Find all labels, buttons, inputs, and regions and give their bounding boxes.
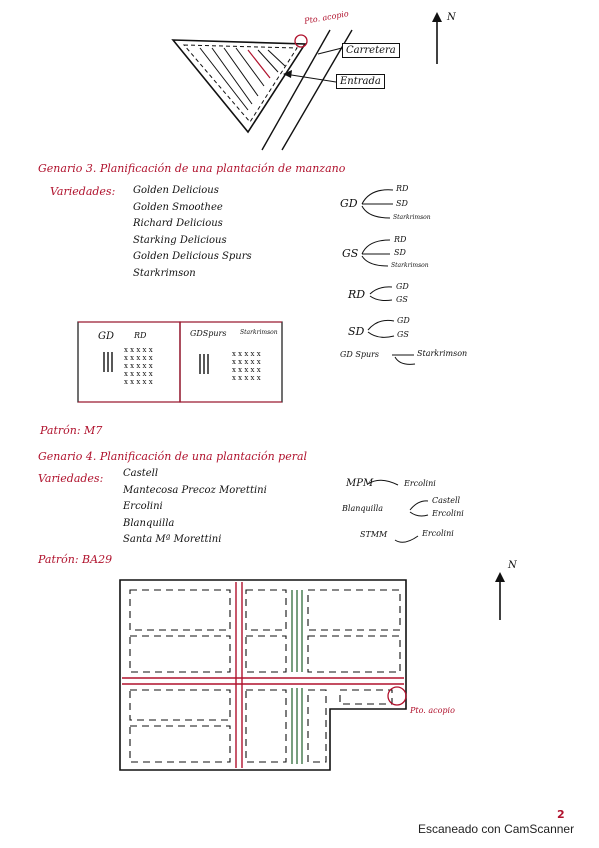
road-line-a [261,29,331,151]
north-label-top: N [447,12,456,23]
pollination-mpm-main: MPM [346,478,374,489]
variety-item: Golden Smoothee [133,201,223,213]
box-right-label-a: GDSpurs [190,329,227,338]
triangle-field [171,39,307,134]
section3-variety-list: Golden Delicious Golden Smoothee Richard… [133,183,252,282]
section3-patron: Patrón: M7 [40,424,103,437]
pollination-target: Ercolini [432,509,464,518]
pollination-target: GD [397,316,410,325]
pollination-target: SD [396,199,408,208]
pollination-target: GS [397,330,409,339]
pollination-target: SD [394,248,406,257]
section4-patron: Patrón: BA29 [38,553,113,566]
variety-item: Castell [123,468,159,479]
section4-heading: Genario 4. Planificación de una plantaci… [38,450,308,463]
pollination-target: Starkrimson [417,349,468,358]
pto-acopio-circle-bottom [387,686,407,706]
pollination-target: Starkrimson [391,262,429,269]
top-sketch [171,12,442,151]
pollination-gd-main: GD [340,197,358,210]
variety-item: Starkrimson [133,267,196,279]
variety-item: Golden Delicious [133,185,219,196]
pollination-target: RD [396,184,409,193]
box-right-label-b: Starkrimson [240,329,278,336]
pollination-target: GD [396,282,409,291]
pollination-target: RD [394,235,407,244]
pollination-target: Starkrimson [393,214,431,221]
box-left-label-b: RD [134,331,147,340]
pollination-rd-main: RD [348,288,366,301]
pto-acopio-circle [294,34,308,48]
pollination-target: Castell [432,496,461,505]
page-number: 2 [557,808,565,821]
variety-item: Richard Delicious [133,218,223,229]
section4-variety-list: Castell Mantecosa Precoz Morettini Ercol… [123,466,267,549]
pto-acopio-label-bottom: Pto. acopio [410,706,455,715]
scanner-watermark: Escaneado con CamScanner [418,822,575,836]
section4-variedades-label: Variedades: [38,472,104,485]
variety-item: Golden Delicious Spurs [133,251,252,262]
variety-item: Blanquilla [123,517,175,529]
triangle-inner [182,44,298,123]
box-left-label-a: GD [98,331,115,342]
section3-variedades-label: Variedades: [50,185,116,198]
variety-item: Starking Delicious [133,234,227,246]
section3-heading: Genario 3. Planificación de una plantaci… [38,162,346,175]
pollination-gdspurs-main: GD Spurs [340,350,380,359]
north-label-bottom: N [508,560,517,571]
pollination-stmm-main: STMM [360,530,388,539]
plan-outline [119,579,407,771]
pollination-gs-main: GS [342,247,359,260]
pollination-sd-main: SD [348,325,365,338]
carretera-label: Carretera [342,43,400,58]
variety-item: Santa Mª Morettini [123,534,222,545]
pollination-blanquilla-main: Blanquilla [342,504,384,513]
variety-item: Ercolini [123,501,163,512]
pollination-target: Ercolini [422,529,454,538]
entrada-label: Entrada [336,74,385,89]
pollination-target: GS [396,295,408,304]
variety-item: Mantecosa Precoz Morettini [123,484,267,496]
pollination-target: Ercolini [404,479,436,488]
road-line-b [281,29,353,151]
